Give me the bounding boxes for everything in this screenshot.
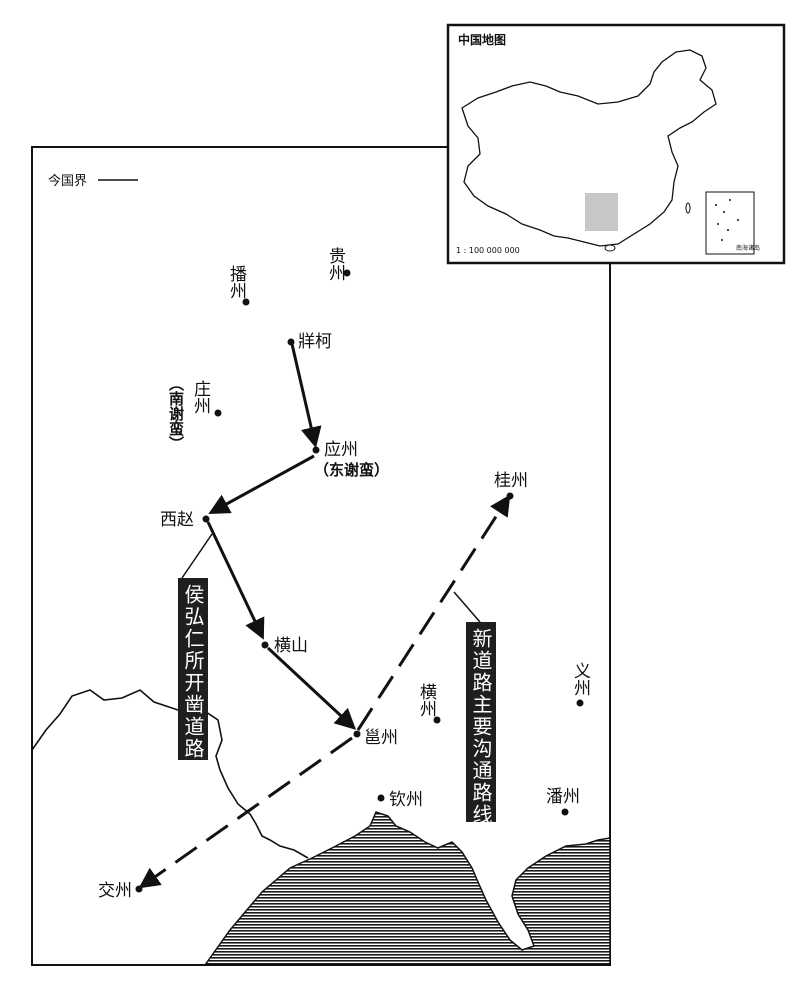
dot-bozhou <box>242 298 250 306</box>
south-sea-inset <box>705 191 755 255</box>
hou-route-label: 侯弘仁所开凿道路 <box>181 584 205 760</box>
inset-title: 中国地图 <box>458 32 506 47</box>
hou-callout-line <box>181 533 213 579</box>
china-outline <box>461 49 717 247</box>
label-hengshan: 横山 <box>274 636 308 656</box>
label-hengzhou: 横州 <box>416 683 437 717</box>
label-zangke: 牂柯 <box>298 332 332 352</box>
taiwan-island <box>685 202 691 214</box>
dot-yizhou <box>576 699 584 707</box>
label-panzhou: 潘州 <box>546 787 580 807</box>
label-qinzhou: 钦州 <box>389 790 423 810</box>
inset-scale: 1 : 100 000 000 <box>456 246 520 255</box>
dot-panzhou <box>561 808 569 816</box>
label-bozhou: 播州 <box>226 265 247 299</box>
hou-route <box>206 343 357 730</box>
inset-map: 中国地图 南海诸岛 1 : 100 000 000 <box>446 23 786 265</box>
label-nanxieman: （南谢蛮） <box>167 376 185 451</box>
dot-qinzhou <box>377 794 385 802</box>
dot-hengzhou <box>433 716 441 724</box>
dot-guizhou2 <box>506 492 514 500</box>
place-dots <box>135 269 584 893</box>
dot-jiaozhou <box>135 885 143 893</box>
label-yingzhou: 应州 <box>324 440 358 460</box>
label-guizhou2: 桂州 <box>494 471 528 491</box>
study-area-highlight <box>585 193 618 231</box>
label-yongzhou: 邕州 <box>364 728 398 748</box>
dot-zangke <box>287 338 295 346</box>
dot-yongzhou <box>353 730 361 738</box>
label-xizhao: 西赵 <box>160 510 194 530</box>
border-line <box>31 689 309 859</box>
main-map-frame <box>31 146 611 966</box>
label-dongxieman: （东谢蛮） <box>314 461 389 479</box>
dot-xizhao <box>202 515 210 523</box>
south-sea-islands <box>715 199 739 241</box>
south-sea-label: 南海诸岛 <box>736 244 760 252</box>
legend-label: 今国界 <box>48 173 87 189</box>
label-jiaozhou: 交州 <box>98 881 132 901</box>
dot-hengshan <box>261 641 269 649</box>
label-guizhou: 贵州 <box>325 247 346 281</box>
new-route <box>138 494 511 889</box>
label-yizhou: 义州 <box>570 662 591 696</box>
new-callout-line <box>453 591 481 623</box>
new-route-label: 新道路主要沟通路线 <box>469 628 493 826</box>
hou-route-label-box <box>178 578 208 760</box>
dot-zhuangzhou <box>214 409 222 417</box>
dot-guizhou <box>343 269 351 277</box>
new-route-label-box <box>466 622 496 822</box>
hainan-island <box>604 244 616 252</box>
label-zhuangzhou: 庄州 <box>190 380 211 414</box>
dot-yingzhou <box>312 446 320 454</box>
sea-area <box>203 811 611 966</box>
